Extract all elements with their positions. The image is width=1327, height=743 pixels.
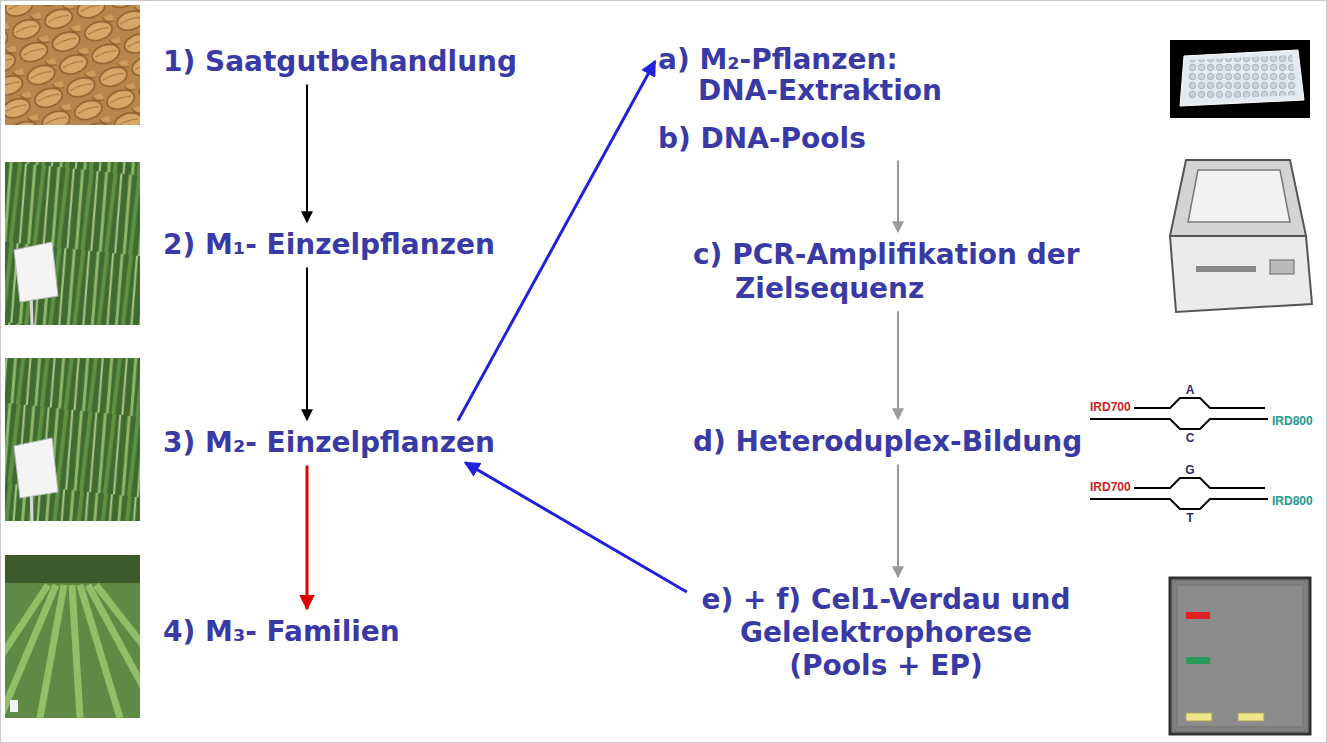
field-photo bbox=[5, 555, 140, 718]
step-node: 4) M₃- Familien bbox=[163, 615, 400, 649]
base-letter: T bbox=[1186, 511, 1193, 525]
step-text: a) M₂-Pflanzen: DNA-Extraktion bbox=[658, 45, 973, 107]
flow-arrow bbox=[897, 465, 899, 577]
step-text: c) PCR-Amplifikation der Zielsequenz bbox=[693, 238, 1155, 305]
gel-band bbox=[1186, 713, 1212, 721]
leaf-texture bbox=[5, 358, 140, 521]
step-node: c) PCR-Amplifikation der Zielsequenz bbox=[693, 238, 1155, 305]
plate-wells bbox=[1187, 55, 1297, 100]
step-text: e) + f) Cel1-Verdau und Gelelektrophores… bbox=[692, 583, 1080, 682]
dye-label: IRD700 bbox=[1090, 400, 1131, 414]
step-text: 1) Saatgutbehandlung bbox=[163, 45, 517, 79]
machine-lid bbox=[1170, 160, 1306, 236]
dye-label: IRD800 bbox=[1272, 414, 1313, 428]
step-text: d) Heteroduplex-Bildung bbox=[693, 425, 1082, 459]
seed-texture bbox=[5, 5, 140, 125]
machine-panel bbox=[1188, 170, 1290, 222]
step-node: 2) M₁- Einzelpflanzen bbox=[163, 228, 495, 262]
plate-background bbox=[1170, 40, 1310, 118]
field-tag bbox=[10, 700, 18, 712]
flow-arrow bbox=[306, 466, 309, 609]
step-node: 1) Saatgutbehandlung bbox=[163, 45, 517, 79]
machine-body bbox=[1170, 236, 1312, 312]
plant-photo bbox=[5, 358, 140, 521]
flow-arrow bbox=[306, 268, 308, 420]
step-node: e) + f) Cel1-Verdau und Gelelektrophores… bbox=[692, 583, 1080, 682]
dna-strand bbox=[1134, 398, 1265, 408]
pcr-machine-icon bbox=[1170, 160, 1312, 312]
base-letter: G bbox=[1185, 463, 1194, 477]
field-rows bbox=[5, 585, 140, 718]
plant-photo bbox=[5, 162, 140, 325]
dna-strand bbox=[1090, 419, 1268, 429]
field-row bbox=[96, 585, 140, 718]
plant-tag bbox=[14, 438, 58, 498]
step-node: 3) M₂- Einzelpflanzen bbox=[163, 426, 495, 460]
field-row bbox=[72, 585, 80, 718]
plant-tag bbox=[14, 242, 58, 302]
well-plate-icon bbox=[1170, 40, 1310, 118]
flow-arrow bbox=[897, 311, 899, 419]
step-text: 2) M₁- Einzelpflanzen bbox=[163, 228, 495, 262]
flow-arrow bbox=[306, 85, 308, 222]
gel-band bbox=[1186, 657, 1210, 664]
field-row bbox=[40, 585, 64, 718]
field-background bbox=[5, 555, 140, 583]
dna-strand bbox=[1090, 499, 1268, 509]
step-text: 3) M₂- Einzelpflanzen bbox=[163, 426, 495, 460]
step-text: 4) M₃- Familien bbox=[163, 615, 400, 649]
gel-frame bbox=[1170, 578, 1310, 734]
dna-strand bbox=[1134, 478, 1265, 488]
base-letter: A bbox=[1186, 383, 1195, 397]
gel-band bbox=[1186, 612, 1210, 619]
gel-band bbox=[1238, 713, 1264, 721]
dye-label: IRD800 bbox=[1272, 494, 1313, 508]
flow-arrow bbox=[897, 160, 899, 232]
leaf-texture bbox=[5, 162, 140, 325]
machine-slot bbox=[1196, 266, 1256, 272]
machine-display bbox=[1270, 260, 1294, 274]
dye-label: IRD700 bbox=[1090, 480, 1131, 494]
gel-body bbox=[1178, 586, 1302, 726]
flow-arrow bbox=[465, 463, 687, 592]
gel-icon bbox=[1170, 578, 1310, 734]
field-row bbox=[5, 585, 56, 718]
seed-photo bbox=[5, 5, 140, 125]
step-node: d) Heteroduplex-Bildung bbox=[693, 425, 1082, 459]
plate-body bbox=[1180, 50, 1304, 106]
step-text: b) DNA-Pools bbox=[658, 124, 973, 155]
step-node: a) M₂-Pflanzen: DNA-Extraktion b) DNA-Poo… bbox=[658, 45, 973, 154]
base-letter: C bbox=[1186, 431, 1195, 445]
heteroduplex-figure bbox=[1090, 398, 1268, 509]
